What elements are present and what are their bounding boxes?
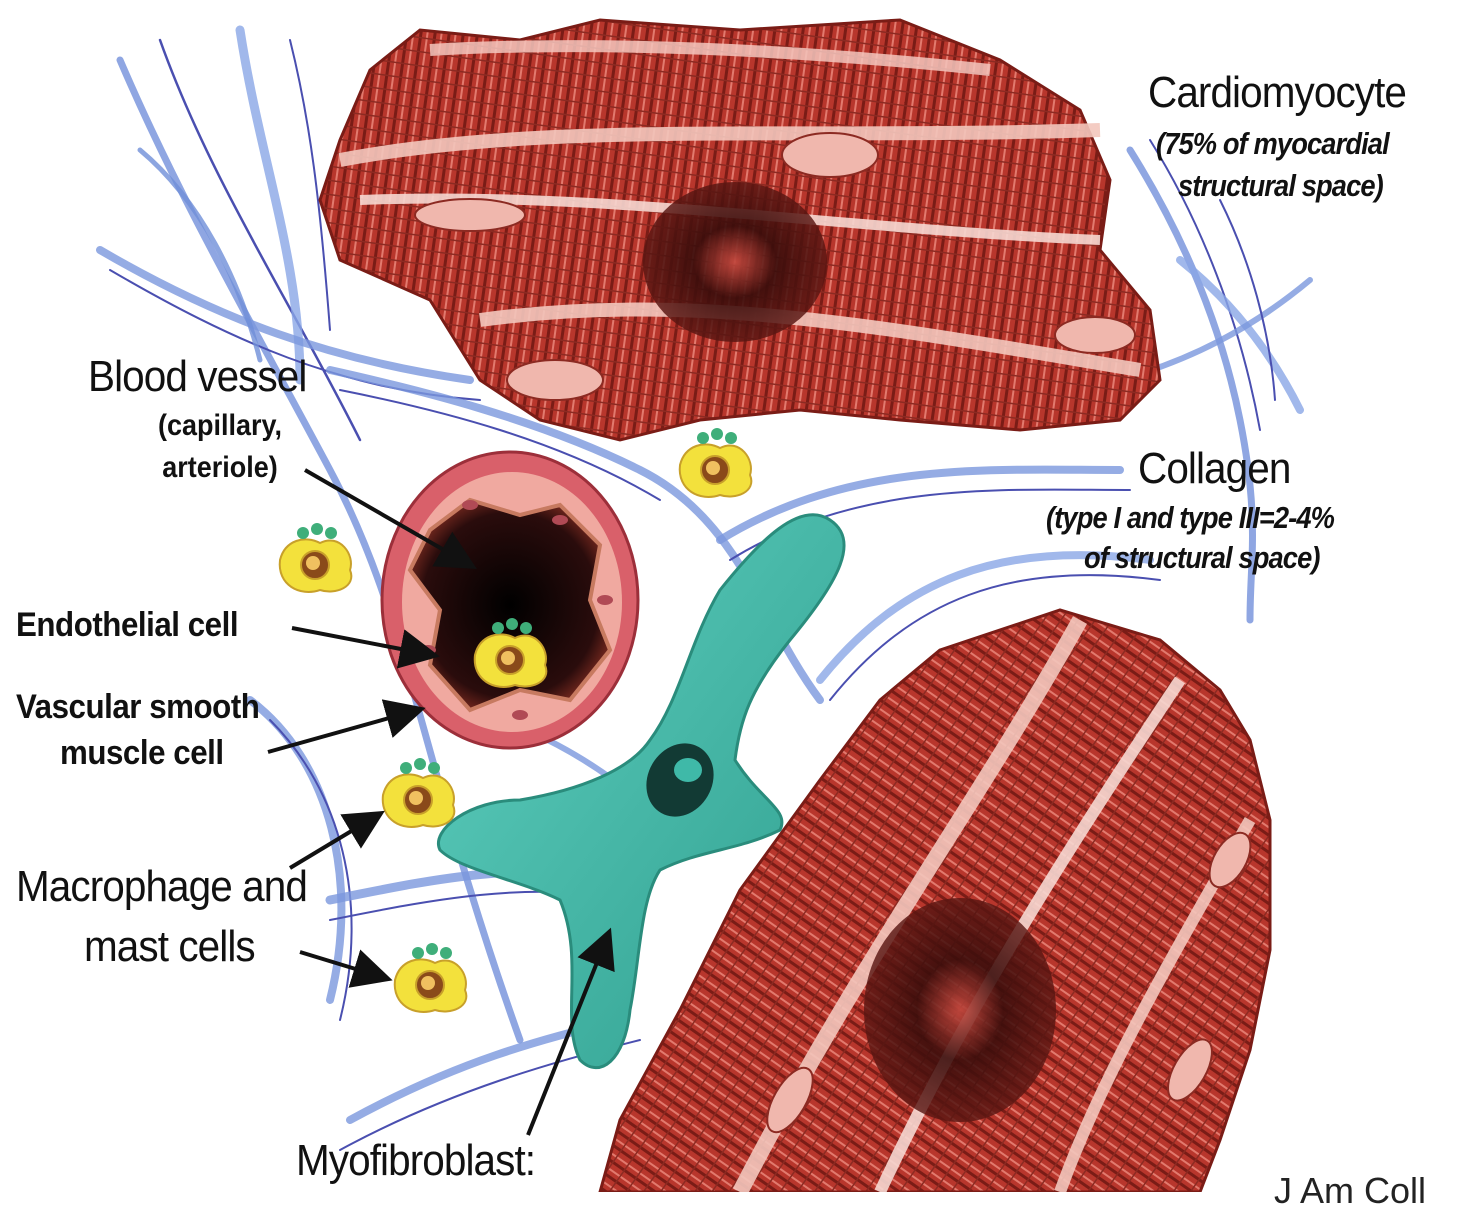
- endothelial-cell-label: Endothelial cell: [16, 606, 238, 645]
- macrophage-label-line1: Macrophage and: [16, 862, 307, 912]
- macrophage-2: [280, 523, 352, 592]
- cardiomyocyte-note-line1: (75% of myocardial: [1156, 126, 1389, 162]
- collagen-note-line2: of structural space): [1084, 540, 1320, 576]
- myofibroblast-label: Myofibroblast:: [296, 1136, 535, 1186]
- blood-vessel-note-line1: (capillary,: [148, 406, 292, 446]
- cardiomyocyte-nucleus: [643, 182, 827, 342]
- cardiomyocyte-label: Cardiomyocyte: [1148, 68, 1406, 118]
- cardiomyocyte-note-line2: structural space): [1178, 168, 1383, 204]
- arrow-macrophage-2: [300, 952, 385, 978]
- collagen-note-line1: (type I and type III=2-4%: [1046, 500, 1334, 536]
- smooth-muscle-label-line2: muscle cell: [60, 734, 224, 773]
- macrophage-1: [680, 428, 752, 497]
- smooth-muscle-label-line1: Vascular smooth: [16, 688, 259, 727]
- blood-vessel-label: Blood vessel: [88, 352, 306, 402]
- macrophage-4: [383, 758, 455, 827]
- macrophage-5: [395, 943, 467, 1012]
- arrow-smooth-muscle: [268, 710, 418, 752]
- blood-vessel: [382, 452, 638, 748]
- blood-vessel-note-line2: arteriole): [148, 448, 292, 488]
- citation-fragment: J Am Coll: [1274, 1170, 1426, 1212]
- macrophage-label-line2: mast cells: [84, 922, 255, 972]
- cardiomyocyte-nucleus-bottom: [864, 898, 1056, 1122]
- collagen-label: Collagen: [1138, 444, 1290, 494]
